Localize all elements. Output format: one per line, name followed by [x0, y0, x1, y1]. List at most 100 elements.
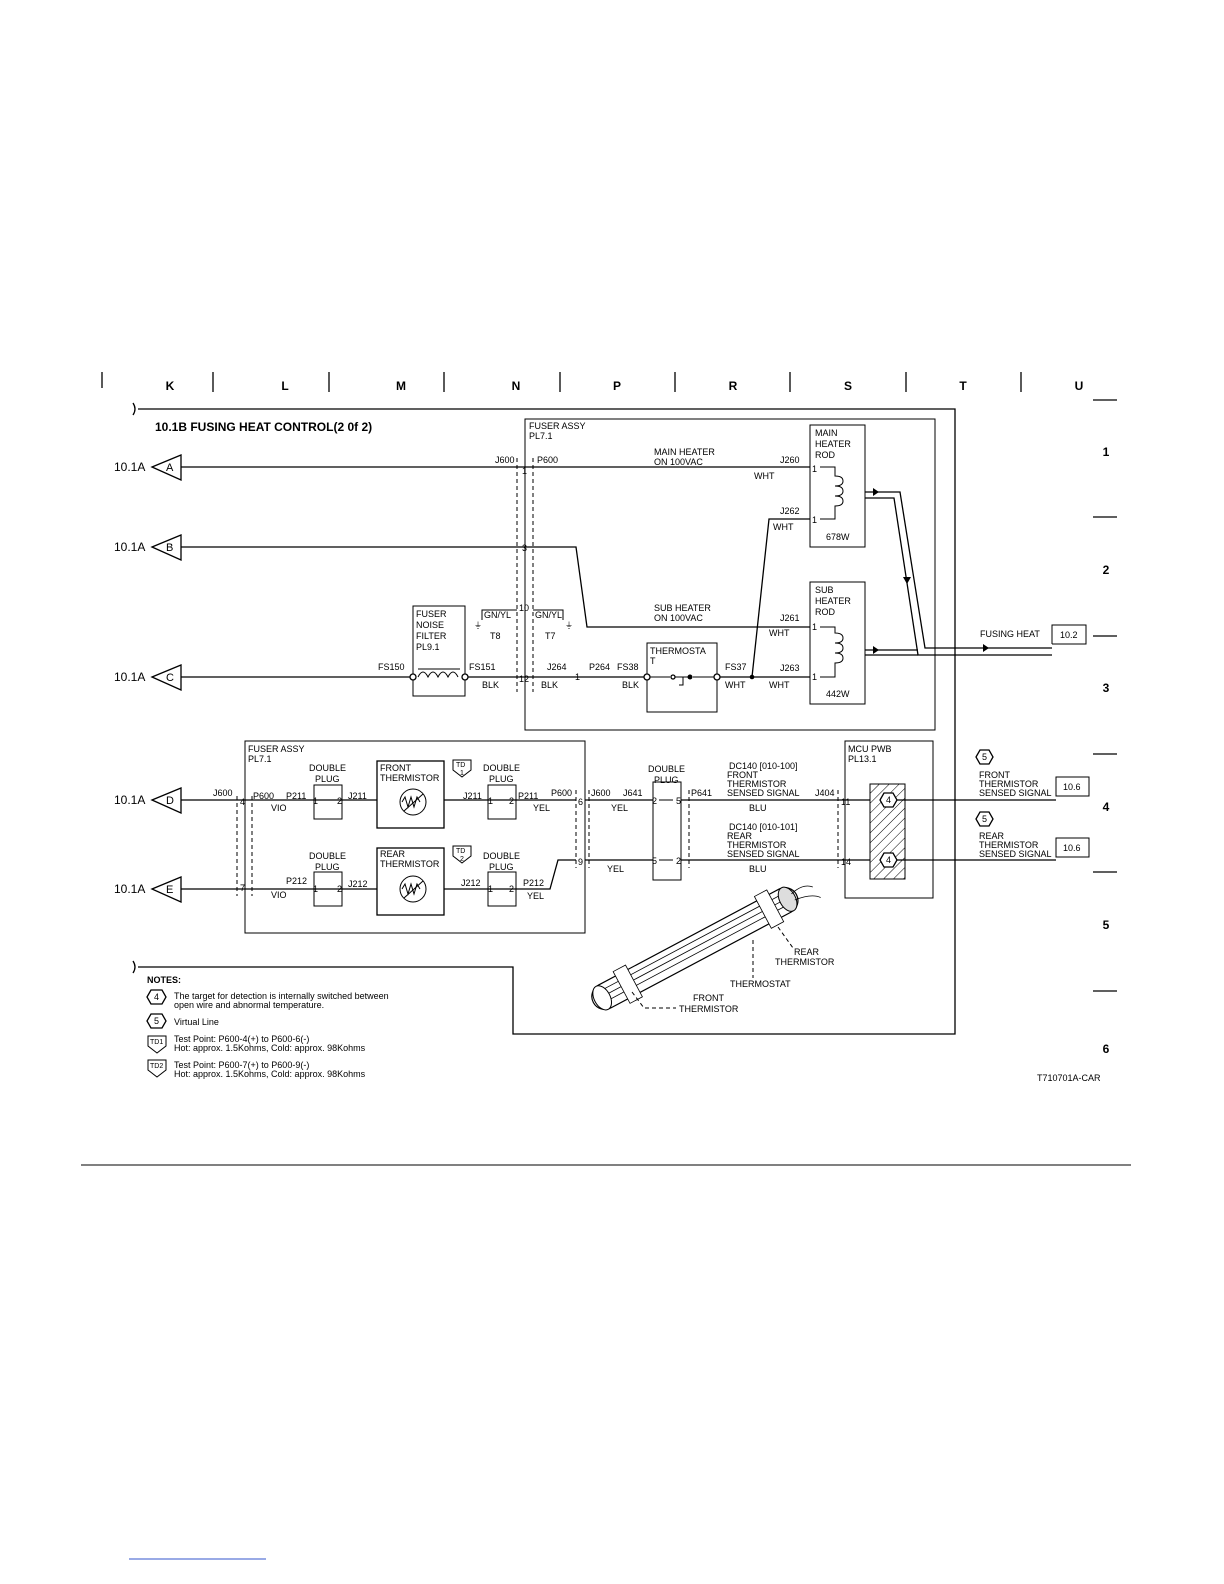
- col-label: S: [844, 379, 852, 393]
- front-output-label: FRONT: [979, 770, 1010, 780]
- page-title: 10.1B FUSING HEAT CONTROL(2 0f 2): [155, 420, 372, 434]
- wire-color: BLU: [749, 864, 767, 874]
- j600-label: J600: [495, 455, 515, 465]
- sub-rod-watts: 442W: [826, 689, 850, 699]
- col-label: M: [396, 379, 406, 393]
- note-text: Test Point: P600-4(+) to P600-6(-): [174, 1034, 309, 1044]
- input-letter: B: [166, 542, 173, 554]
- t7-label: T7: [545, 631, 556, 641]
- double-plug-label: PLUG: [315, 774, 340, 784]
- pin-label: 1: [812, 464, 817, 474]
- thermostat-label: T: [650, 656, 656, 666]
- pin-label: 2: [337, 884, 342, 894]
- illustration-label: THERMOSTAT: [730, 979, 791, 989]
- pin-label: 3: [522, 543, 527, 553]
- rear-signal-label: REAR: [727, 831, 753, 841]
- input-letter: A: [166, 462, 174, 474]
- hex-symbol: 5: [982, 814, 987, 824]
- row-label: 1: [1103, 445, 1110, 459]
- main-rod-watts: 678W: [826, 532, 850, 542]
- td-symbol: 1: [460, 770, 464, 777]
- wire-color: WHT: [754, 471, 775, 481]
- double-plug-label: DOUBLE: [483, 851, 520, 861]
- pin-label: 2: [337, 796, 342, 806]
- ground-icon: ⏚: [565, 621, 573, 630]
- input-letter: D: [166, 795, 174, 807]
- hex-symbol: 4: [886, 795, 891, 805]
- wire-color: VIO: [271, 803, 287, 813]
- note-symbol: TD1: [150, 1039, 163, 1046]
- wire-color: YEL: [611, 803, 628, 813]
- col-label: T: [959, 379, 967, 393]
- note-text: Virtual Line: [174, 1017, 219, 1027]
- pin-label: 1: [812, 622, 817, 632]
- notes: NOTES: 4 The target for detection is int…: [146, 975, 389, 1079]
- row-label: 3: [1103, 681, 1110, 695]
- p600-label: P600: [551, 788, 572, 798]
- note-symbol: 4: [154, 992, 159, 1002]
- pin-label: 5: [652, 856, 657, 866]
- double-plug-label: DOUBLE: [309, 851, 346, 861]
- illustration-label: THERMISTOR: [679, 1004, 739, 1014]
- j404-label: J404: [815, 788, 835, 798]
- pin-label: 1: [488, 884, 493, 894]
- double-plug-label: PLUG: [489, 774, 514, 784]
- rear-thermistor-label: REAR: [380, 849, 406, 859]
- j212-label: J212: [461, 878, 481, 888]
- j264-label: J264: [547, 662, 567, 672]
- gnyl-label: GN/YL: [484, 610, 511, 620]
- input-ref: 10.1A: [114, 540, 145, 554]
- wire-color: YEL: [527, 891, 544, 901]
- input-letter: E: [166, 884, 173, 896]
- note-text: The target for detection is internally s…: [174, 991, 389, 1001]
- note-symbol: 5: [154, 1016, 159, 1026]
- pin-label: 1: [812, 515, 817, 525]
- illustration-label: REAR: [794, 947, 820, 957]
- hex-symbol: 4: [886, 855, 891, 865]
- row-ruler: 1 2 3 4 5 6: [1093, 399, 1117, 1056]
- note-symbol: TD2: [150, 1063, 163, 1070]
- pin-label: 1: [313, 796, 318, 806]
- sub-rod-label: HEATER: [815, 596, 851, 606]
- fusing-heat-output: FUSING HEAT 10.2: [980, 624, 1087, 645]
- fuser-assy-lower: FUSER ASSY PL7.1 J600 P600 4 7 VIO P211 …: [181, 740, 586, 934]
- signal-lines: DC140 [010-100] FRONT THERMISTOR SENSED …: [681, 761, 870, 874]
- note-text: Hot: approx. 1.5Kohms, Cold: approx. 98K…: [174, 1069, 366, 1079]
- wire-color: BLU: [749, 803, 767, 813]
- noise-filter-label: NOISE: [416, 620, 444, 630]
- input-letter: C: [166, 672, 174, 684]
- col-label: N: [512, 379, 521, 393]
- noise-filter-label: FUSER: [416, 609, 447, 619]
- pin-label: 2: [509, 884, 514, 894]
- double-plug-label: PLUG: [654, 775, 679, 785]
- rear-signal-label: DC140 [010-101]: [729, 822, 798, 832]
- fuser-assy-pl: PL7.1: [248, 754, 272, 764]
- mcu-label: MCU PWB: [848, 744, 892, 754]
- td-symbol: 2: [460, 856, 464, 863]
- j262-label: J262: [780, 506, 800, 516]
- j641-label: J641: [623, 788, 643, 798]
- pin-label: 1: [488, 796, 493, 806]
- j261-label: J261: [780, 613, 800, 623]
- noise-filter-label: PL9.1: [416, 642, 440, 652]
- fs37-label: FS37: [725, 662, 747, 672]
- j260-label: J260: [780, 455, 800, 465]
- mcu-label: PL13.1: [848, 754, 877, 764]
- input-connectors: 10.1A A 10.1A B 10.1A C 10.1A D 10.1A E: [114, 454, 182, 904]
- j211-label: J211: [463, 791, 482, 801]
- j212-label: J212: [348, 879, 368, 889]
- row-label: 4: [1103, 800, 1110, 814]
- pin-label: 7: [240, 883, 245, 893]
- p600-label: P600: [537, 455, 558, 465]
- j263-label: J263: [780, 663, 800, 673]
- main-heater-voltage: ON 100VAC: [654, 457, 703, 467]
- pin-label: 2: [509, 796, 514, 806]
- rear-output-label: THERMISTOR: [979, 840, 1039, 850]
- wire-color: BLK: [622, 680, 639, 690]
- wire-color: WHT: [769, 628, 790, 638]
- pin-label: 1: [812, 672, 817, 682]
- note-text: Test Point: P600-7(+) to P600-9(-): [174, 1060, 309, 1070]
- main-heater-label: MAIN HEATER: [654, 447, 715, 457]
- double-plug-label: DOUBLE: [483, 763, 520, 773]
